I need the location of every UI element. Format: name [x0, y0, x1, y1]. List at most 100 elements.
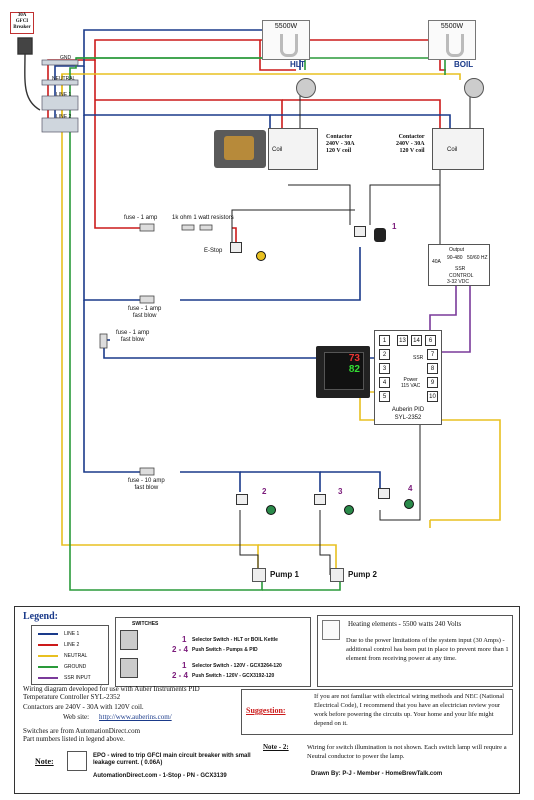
fuse-1a	[139, 223, 155, 232]
push-switch-3[interactable]	[314, 494, 326, 505]
resistors-label: 1k ohm 1 watt resistors	[172, 215, 234, 221]
legend-note-text: EPO - wired to trip GFCI main circuit br…	[93, 753, 251, 766]
legend-panel: Legend: LINE 1 LINE 2 NEUTRAL GROUND SSR…	[14, 606, 520, 794]
terminal-blocks	[41, 59, 79, 133]
push-switch-4[interactable]	[378, 488, 390, 499]
pid-photo: 73 82	[316, 346, 370, 398]
heater-boil: 5500W	[428, 20, 476, 60]
ssr-label: SSR	[455, 266, 466, 272]
legend-website-label: Web site:	[63, 713, 90, 721]
gfci-breaker-box: 30A GFCI Breaker	[10, 12, 34, 34]
legend-note2-text: Wiring for switch illumination is not sh…	[307, 744, 507, 760]
legend-line1-label: LINE 1	[64, 631, 80, 637]
pump-2-outlet	[330, 568, 344, 582]
pid-terminal-13: 13	[397, 335, 408, 346]
outlet-boil-icon	[464, 78, 484, 98]
legend-suggestion-text: If you are not familiar with electrical …	[314, 693, 505, 727]
estop-label: E-Stop	[204, 248, 223, 254]
ssr-vdc: 3-32 VDC	[447, 279, 469, 285]
legend-note-part: AutomationDirect.com - 1-Stop - PN - GCX…	[93, 773, 227, 779]
ssr-control: CONTROL	[449, 273, 474, 279]
fuse-1a-label: fuse - 1 amp	[124, 215, 158, 221]
legend-neutral-swatch	[38, 655, 58, 657]
push-button-2[interactable]	[266, 505, 276, 515]
legend-switch-num-4: 2 - 4	[172, 671, 189, 680]
legend-ssr-label: SSR INPUT	[64, 675, 91, 681]
legend-title: Legend:	[23, 611, 58, 622]
legend-heating-box: Heating elements - 5500 watts 240 Volts …	[317, 615, 513, 687]
selector-switch-icon	[120, 630, 138, 650]
legend-switch-text-1: Selector Switch - HLT or BOIL Kettle	[192, 637, 278, 643]
contactor-hlt-text: Contactor 240V - 30A 120 V coil	[326, 134, 355, 154]
contactor-boil: Coil	[432, 128, 484, 170]
legend-neutral-label: NEUTRAL	[64, 653, 88, 659]
label-gnd: GND	[60, 55, 72, 61]
ssr-range: 90-480	[447, 255, 463, 261]
pid-terminal-2: 2	[379, 349, 390, 360]
ssr-vac: 40A	[432, 259, 441, 265]
legend-ground-label: GROUND	[64, 664, 87, 670]
heater-hlt-name: HLT	[290, 60, 305, 69]
pid-terminal-8: 8	[427, 363, 438, 374]
note-switch-icon	[67, 751, 87, 771]
pid-terminal-10: 10	[427, 391, 438, 402]
pid-display-2: 82	[348, 364, 360, 375]
legend-suggestion-box: Suggestion: If you are not familiar with…	[241, 689, 513, 735]
legend-heating-text: Due to the power limitations of the syst…	[346, 637, 509, 662]
pid-terminal-1: 1	[379, 335, 390, 346]
contactor-hlt-coil: Coil	[272, 147, 283, 153]
label-line2: LINE 2	[56, 114, 72, 120]
fuse-1a-fast-label: fuse - 1 amp fast blow	[128, 306, 162, 319]
line1-wires	[54, 29, 451, 492]
heating-element-icon	[446, 34, 464, 57]
legend-switch-box: SWITCHES 1 Selector Switch - HLT or BOIL…	[115, 617, 311, 687]
heater-boil-watt: 5500W	[440, 23, 464, 30]
switch-number-1: 1	[392, 222, 397, 231]
breaker-label: 30A GFCI Breaker	[13, 13, 31, 30]
pid-power-label: Power 115 VAC	[401, 377, 421, 389]
legend-wiring-text: Wiring diagram developed for use with Au…	[23, 685, 200, 701]
legend-heating-title: Heating elements - 5500 watts 240 Volts	[348, 620, 462, 628]
legend-contactors-text: Contactors are 240V - 30A with 120V coil…	[23, 703, 144, 711]
resistor-1	[181, 224, 195, 231]
legend-website-link[interactable]: http://www.auberins.com/	[99, 713, 172, 721]
fuse-10a	[139, 467, 155, 476]
legend-line-box: LINE 1 LINE 2 NEUTRAL GROUND SSR INPUT	[31, 625, 109, 685]
push-button-3[interactable]	[344, 505, 354, 515]
fuse-1a-fast-label-2: fuse - 1 amp fast blow	[116, 330, 150, 343]
ssr-output: Output	[449, 247, 465, 253]
pid-terminal-9: 9	[427, 377, 438, 388]
ssr-freq: 50/60 HZ	[467, 255, 488, 261]
heating-element-icon	[280, 34, 298, 57]
push-button-4[interactable]	[404, 499, 414, 509]
pid-controller: 1 2 3 4 5 13 14 6 7 8 9 10 SSR Power 115…	[374, 330, 442, 425]
label-neutral: NEUTRAL	[52, 76, 76, 82]
switch-number-2: 2	[262, 487, 267, 496]
fuse-1a-fast-2	[99, 333, 108, 349]
control-wires	[231, 90, 471, 575]
pid-terminal-5: 5	[379, 391, 390, 402]
pump-1-outlet	[252, 568, 266, 582]
wiring-diagram	[17, 29, 501, 591]
heater-boil-name: BOIL	[454, 60, 474, 69]
legend-switches-title: SWITCHES	[132, 621, 159, 627]
pid-terminal-3: 3	[379, 363, 390, 374]
pid-terminal-6: 6	[425, 335, 436, 346]
resistor-2	[199, 224, 213, 231]
contactor-photo	[214, 130, 266, 168]
estop-switch[interactable]	[230, 242, 242, 253]
heater-hlt-watt: 5500W	[274, 23, 298, 30]
estop-button[interactable]	[256, 251, 266, 261]
pid-terminal-14: 14	[411, 335, 422, 346]
fuses	[99, 223, 213, 476]
legend-drawn-by: Drawn By: P-J - Member - HomeBrewTalk.co…	[311, 771, 443, 777]
push-switch-2[interactable]	[236, 494, 248, 505]
selector-switch-1[interactable]	[354, 226, 366, 237]
pid-ssr-label: SSR	[413, 355, 424, 361]
fuse-1a-fast-1	[139, 295, 155, 304]
legend-switch-text-3: Selector Switch - 120V - GCX3264-120	[192, 663, 282, 669]
breaker-cable	[17, 37, 41, 111]
selector-knob-icon[interactable]	[374, 228, 386, 242]
contactor-boil-coil: Coil	[447, 147, 458, 153]
heater-icon	[322, 620, 340, 640]
